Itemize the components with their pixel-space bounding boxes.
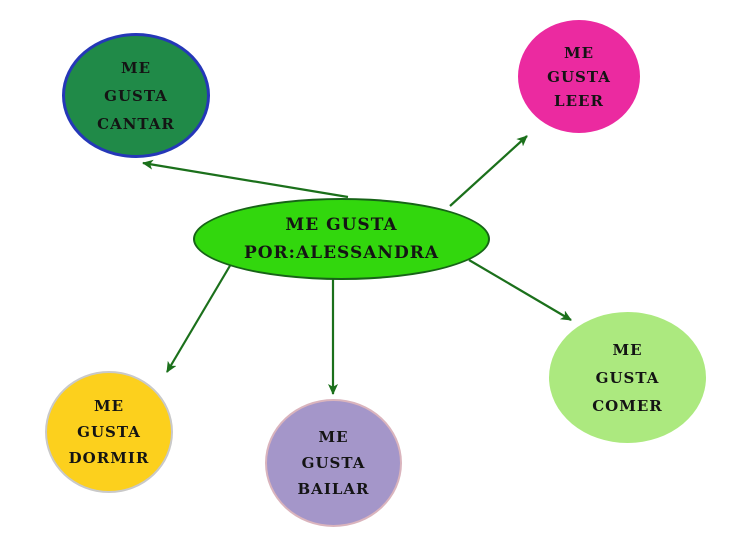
node-me-gusta-bailar: ME GUSTA BAILAR [265,399,402,527]
center-node-label-line2: POR:ALESSANDRA [243,242,440,263]
cantar-node-label-line1: ME [120,58,152,77]
arrow-to-comer [468,259,572,321]
node-me-gusta-center: ME GUSTA POR:ALESSANDRA [193,198,490,280]
cantar-node-label-line3: CANTAR [97,114,175,133]
node-me-gusta-leer: ME GUSTA LEER [518,20,640,133]
dormir-node-label-line3: DORMIR [68,449,150,467]
arrow-to-cantar [142,159,349,199]
leer-node-label-line2: GUSTA [547,67,611,86]
arrow-to-leer [449,135,528,207]
dormir-node-label-line2: GUSTA [77,423,141,441]
node-me-gusta-comer: ME GUSTA COMER [549,312,706,443]
cantar-node-label-line2: GUSTA [104,86,168,105]
comer-node-label-line3: COMER [592,396,663,415]
bailar-node-label-line2: GUSTA [301,454,366,472]
leer-node-label-line3: LEER [554,91,604,110]
bailar-node-label-line3: BAILAR [297,480,370,498]
node-me-gusta-cantar: ME GUSTA CANTAR [62,33,210,158]
bailar-node-label-line1: ME [318,428,349,446]
comer-node-label-line1: ME [612,340,643,359]
leer-node-label-line1: ME [563,43,595,62]
comer-node-label-line2: GUSTA [595,368,660,387]
dormir-node-label-line1: ME [93,397,125,415]
center-node-label-line1: ME GUSTA [285,215,398,236]
arrow-to-dormir [166,263,232,373]
node-me-gusta-dormir: ME GUSTA DORMIR [45,371,173,493]
